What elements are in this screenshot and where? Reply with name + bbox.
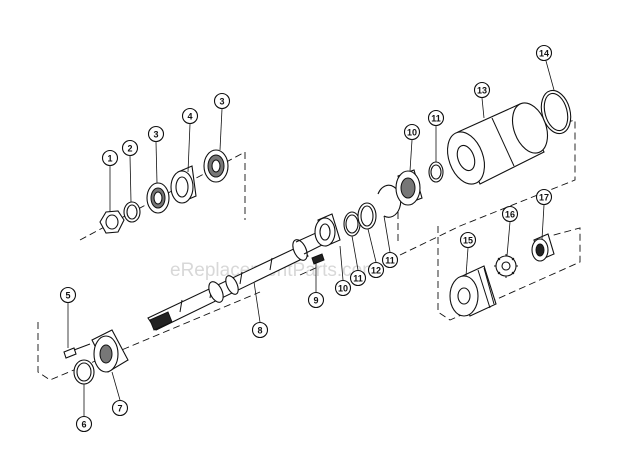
callout-13: 13 (473, 81, 491, 99)
callout-3a: 3 (147, 125, 165, 143)
leader-lines (67, 60, 555, 416)
gear-part (494, 254, 518, 278)
pulley-part (449, 265, 497, 317)
screw-part (63, 343, 91, 359)
callout-label: 3 (153, 130, 158, 140)
callout-label: 14 (539, 49, 549, 59)
bearing-part (170, 165, 197, 204)
washer-part (123, 201, 141, 223)
callout-label: 10 (338, 284, 348, 294)
callout-17: 17 (535, 188, 553, 206)
callout-1: 1 (101, 149, 119, 167)
snap-ring-part (73, 359, 95, 385)
callout-label: 4 (187, 112, 192, 122)
upper-snap-ring-part (428, 161, 444, 183)
callout-12: 12 (367, 261, 385, 279)
callout-label: 12 (371, 266, 381, 276)
callout-label: 5 (65, 291, 70, 301)
callout-label: 3 (219, 97, 224, 107)
callout-label: 13 (477, 86, 487, 96)
callout-label: 11 (385, 256, 395, 266)
housing-cylinder-part (446, 102, 549, 185)
callout-16: 16 (501, 205, 519, 223)
callout-label: 7 (117, 404, 122, 414)
retaining-rings-part (343, 184, 402, 237)
callout-8: 8 (251, 321, 269, 339)
callout-11a: 11 (349, 269, 367, 287)
callout-label: 6 (81, 420, 86, 430)
callout-6: 6 (75, 415, 93, 433)
callout-label: 10 (407, 128, 417, 138)
bearing-ring-part-2 (203, 149, 229, 183)
callout-10a: 10 (334, 279, 352, 297)
callout-10b: 10 (403, 123, 421, 141)
hex-nut-part (99, 210, 125, 234)
callout-11b: 11 (381, 251, 399, 269)
callout-label: 11 (431, 114, 441, 124)
callout-label: 9 (313, 296, 318, 306)
shaft-part (147, 231, 325, 331)
bearing-ring-part (146, 182, 170, 214)
flange-plate-part (91, 329, 129, 373)
callout-label: 1 (107, 154, 112, 164)
callout-15: 15 (459, 231, 477, 249)
callout-3b: 3 (213, 92, 231, 110)
callout-4: 4 (181, 107, 199, 125)
callout-label: 16 (505, 210, 515, 220)
callout-label: 11 (353, 274, 363, 284)
upper-bearing-part (395, 169, 423, 206)
callout-label: 17 (539, 193, 549, 203)
callout-label: 2 (127, 144, 132, 154)
callout-14: 14 (535, 44, 553, 62)
end-bearing-part (531, 233, 555, 262)
callout-9: 9 (307, 291, 325, 309)
callout-5: 5 (59, 286, 77, 304)
lower-bearing-part (314, 213, 341, 247)
callout-2: 2 (121, 139, 139, 157)
callout-label: 15 (463, 236, 473, 246)
callout-label: 8 (257, 326, 262, 336)
callout-7: 7 (111, 399, 129, 417)
callout-11c: 11 (427, 109, 445, 127)
key-part (311, 253, 325, 265)
large-ring-part (540, 89, 572, 135)
